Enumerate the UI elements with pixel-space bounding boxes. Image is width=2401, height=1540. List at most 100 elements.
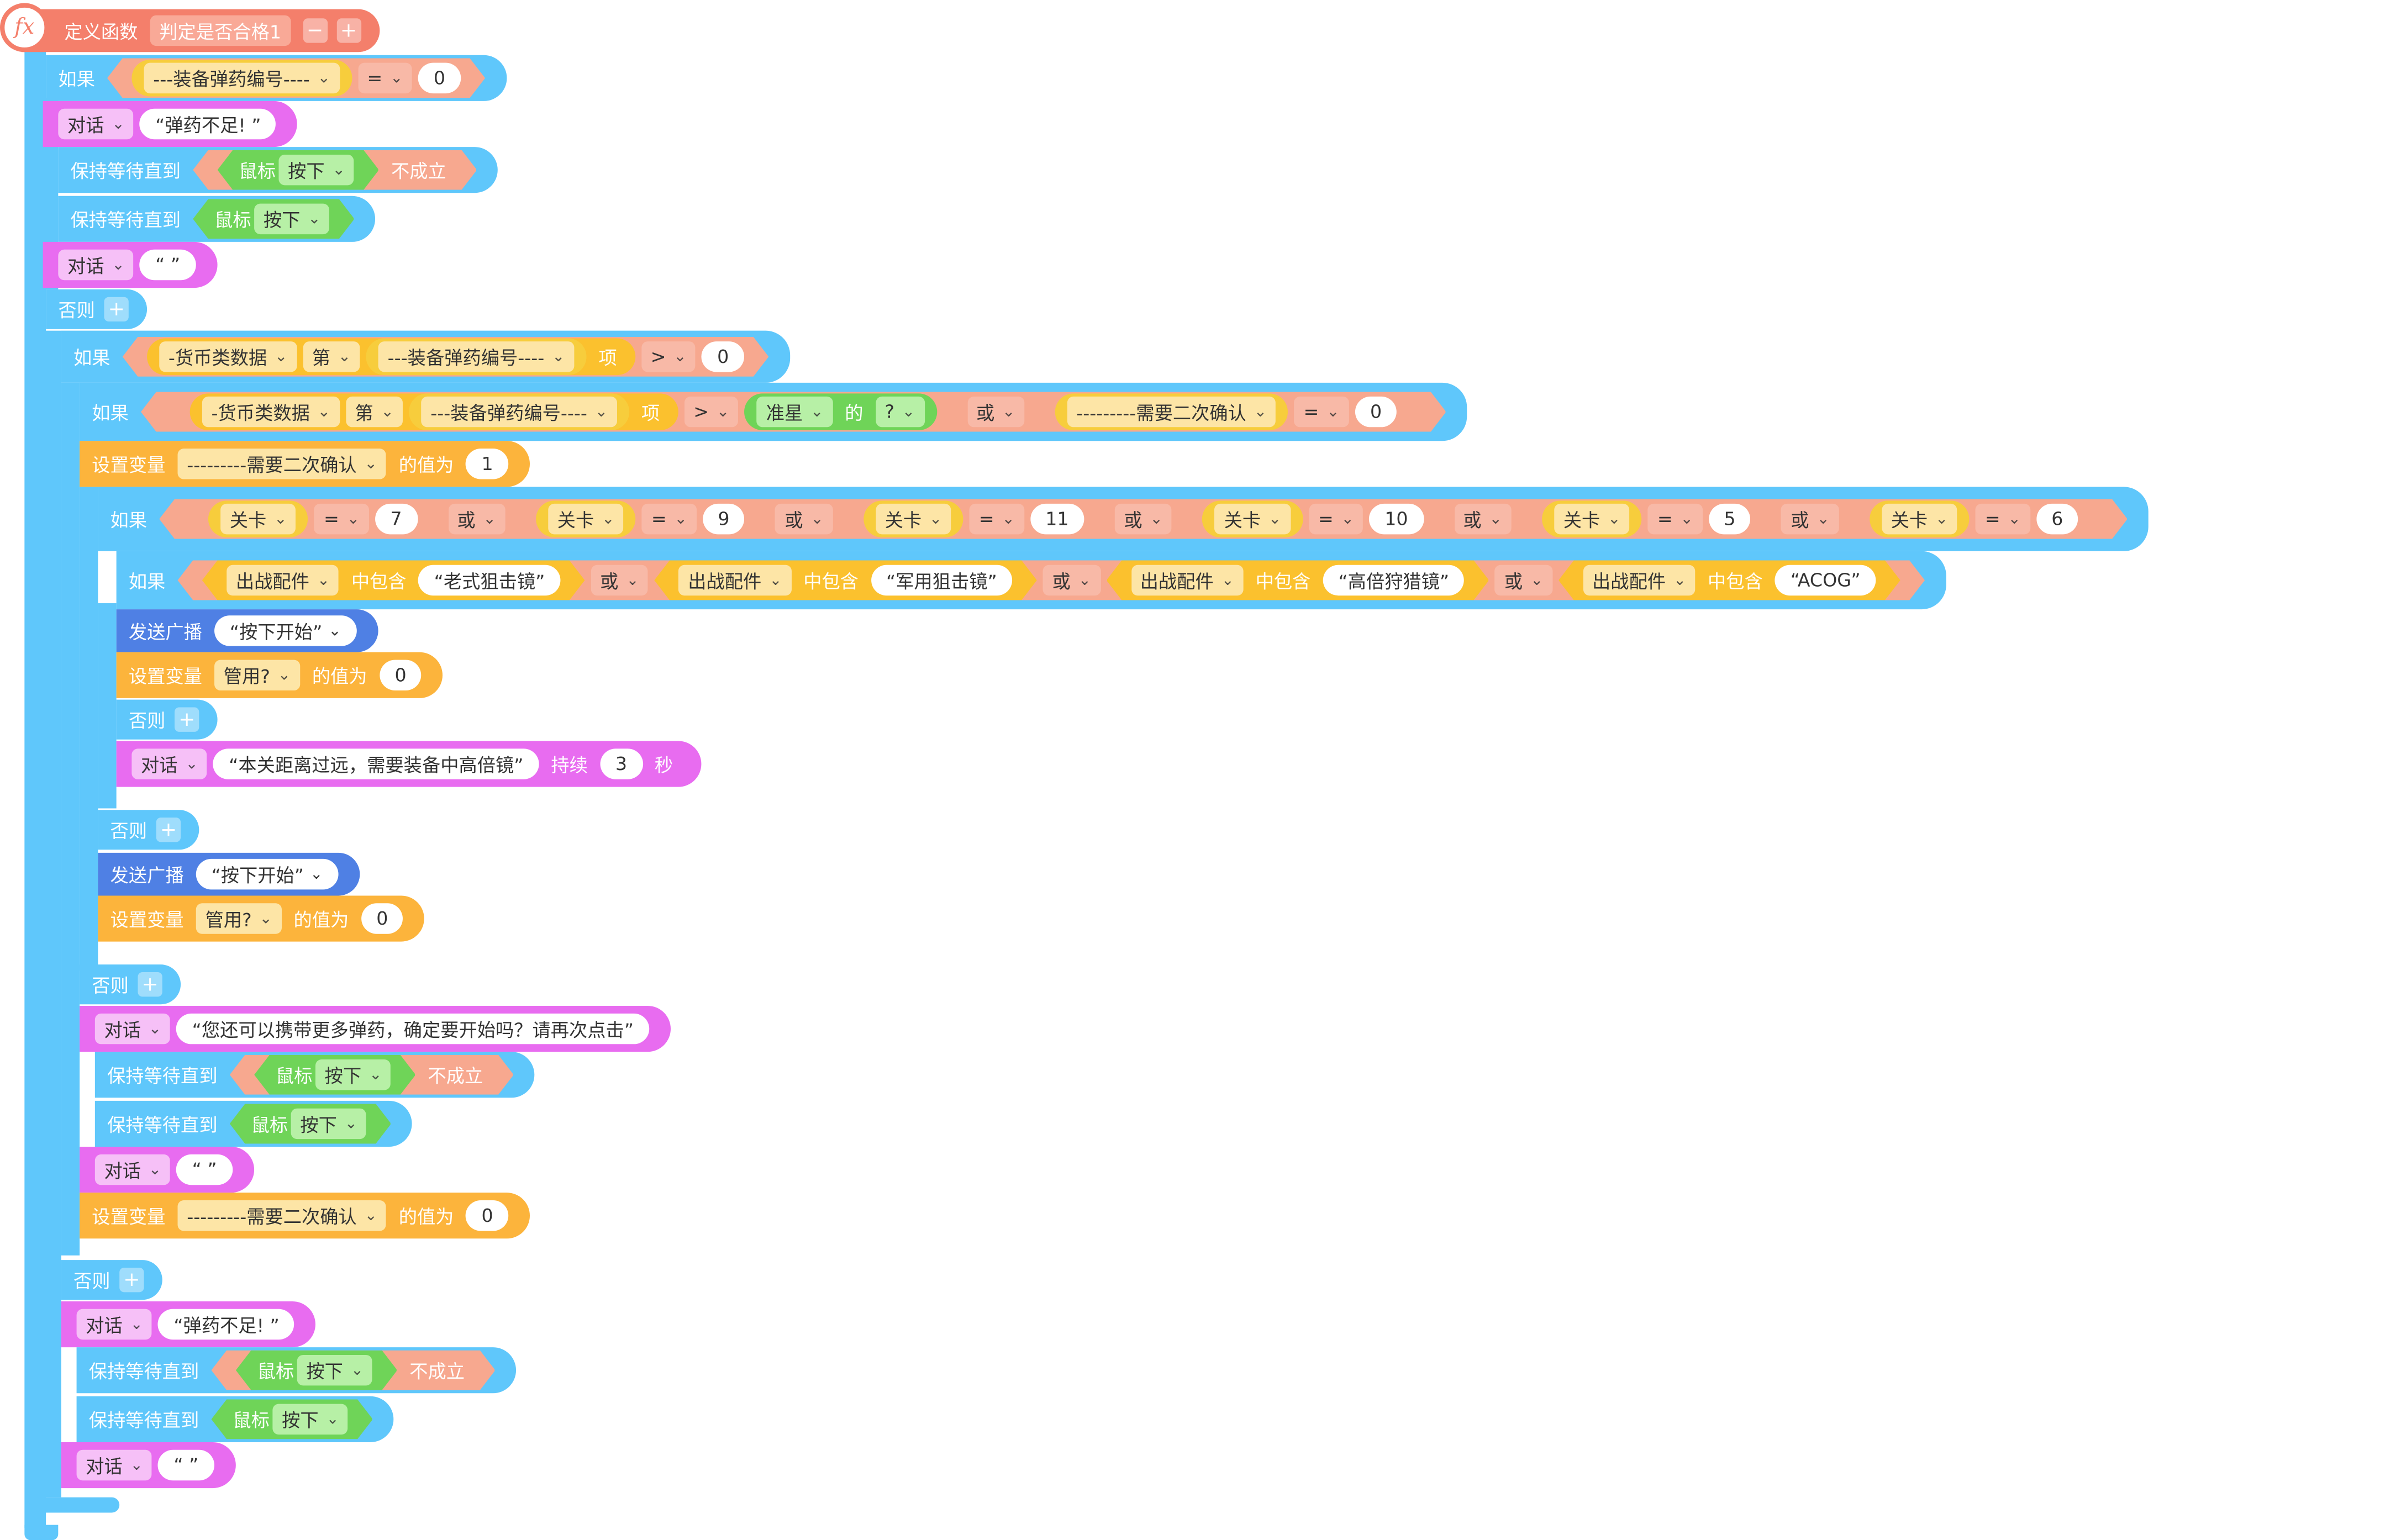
wait-until-block[interactable]: 保持等待直到 鼠标按下⌄ [94,1100,413,1147]
operator-select[interactable]: =⌄ [1294,397,1349,427]
else-row[interactable]: 否则 + [61,1260,162,1300]
press-select[interactable]: 按下⌄ [315,1059,391,1090]
press-select[interactable]: 按下⌄ [272,1404,348,1434]
list-select[interactable]: 出战配件⌄ [1131,565,1243,595]
add-else-button[interactable]: + [156,818,181,842]
text-input[interactable]: “弹药不足! ” [140,108,277,140]
value-input[interactable]: 0 [379,660,422,691]
if-block-currency-or-confirm[interactable]: 如果 -货币类数据⌄ 第⌄ ---装备弹药编号----⌄ 项 >⌄ 准星⌄ 的 … [80,382,1468,441]
set-variable-block[interactable]: 设置变量 ---------需要二次确认⌄ 的值为 1 [80,441,530,487]
dialog-select[interactable]: 对话⌄ [76,1449,152,1481]
var-select[interactable]: ---装备弹药编号----⌄ [378,341,574,372]
if-block-ammo-empty[interactable]: 如果 ---装备弹药编号----⌄ =⌄ 0 [46,55,507,101]
duration-input[interactable]: 3 [600,748,643,779]
number-input[interactable]: 7 [375,504,418,534]
dialog-duration-block[interactable]: 对话⌄ “本关距离过远，需要装备中高倍镜” 持续 3 秒 [116,741,701,787]
operator-select[interactable]: =⌄ [970,504,1024,534]
number-input[interactable]: 9 [703,504,745,534]
number-input[interactable]: 5 [1709,504,1751,534]
add-else-button[interactable]: + [175,707,199,732]
variable-reporter[interactable]: 关卡⌄ [1542,500,1642,537]
text-input[interactable]: “ ” [158,1449,214,1481]
press-select[interactable]: 按下⌄ [291,1109,367,1139]
var-select[interactable]: ---装备弹药编号----⌄ [144,63,340,93]
dialog-select[interactable]: 对话⌄ [131,748,208,779]
text-input[interactable]: “ ” [140,249,196,281]
text-input[interactable]: “本关距离过远，需要装备中高倍镜” [213,748,539,779]
dialog-select[interactable]: 对话⌄ [58,249,134,281]
variable-reporter[interactable]: ---装备弹药编号----⌄ [409,393,629,430]
var-select[interactable]: ---------需要二次确认⌄ [177,449,387,479]
var-select[interactable]: 关卡⌄ [1215,504,1291,534]
var-select[interactable]: ---装备弹药编号----⌄ [422,397,617,427]
variable-reporter[interactable]: 关卡⌄ [1203,500,1303,537]
logic-select[interactable]: 或⌄ [1115,504,1172,534]
remove-param-button[interactable]: − [302,18,328,43]
dialog-block[interactable]: 对话⌄ “ ” [80,1147,254,1193]
index-select[interactable]: 第⌄ [303,341,360,372]
text-input[interactable]: “ACOG” [1775,565,1876,595]
mouse-press-hex[interactable]: 鼠标按下⌄ [212,1399,373,1439]
if-block-level-check[interactable]: 如果 关卡⌄=⌄7 或⌄ 关卡⌄=⌄9 或⌄ 关卡⌄=⌄11 或⌄ 关卡⌄=⌄1… [98,487,2149,551]
variable-reporter[interactable]: 关卡⌄ [208,500,308,537]
variable-reporter[interactable]: 关卡⌄ [1870,500,1970,537]
add-else-button[interactable]: + [138,972,162,997]
text-input[interactable]: “高倍狩猎镜” [1323,565,1465,595]
wait-until-block[interactable]: 保持等待直到 鼠标按下⌄ 不成立 [94,1052,535,1098]
text-input[interactable]: “弹药不足! ” [158,1309,295,1340]
var-select[interactable]: 关卡⌄ [1882,504,1957,534]
list-item-reporter[interactable]: -货币类数据⌄ 第⌄ ---装备弹药编号----⌄ 项 [147,339,635,376]
number-input[interactable]: 0 [702,341,744,372]
number-input[interactable]: 11 [1030,504,1084,534]
dialog-select[interactable]: 对话⌄ [94,1154,171,1185]
dialog-select[interactable]: 对话⌄ [76,1309,152,1340]
add-param-button[interactable]: + [336,18,361,43]
mouse-press-hex[interactable]: 鼠标按下⌄ [230,1104,391,1143]
operator-select[interactable]: >⌄ [641,341,696,372]
list-item-reporter[interactable]: -货币类数据⌄ 第⌄ ---装备弹药编号----⌄ 项 [190,393,678,430]
if-block-loadout-check[interactable]: 如果 出战配件⌄中包含“老式狙击镜” 或⌄ 出战配件⌄中包含“军用狙击镜” 或⌄… [116,551,1946,610]
index-select[interactable]: 第⌄ [346,397,403,427]
operator-select[interactable]: =⌄ [358,63,412,93]
press-select[interactable]: 按下⌄ [279,155,355,185]
else-row[interactable]: 否则 + [98,810,199,850]
variable-reporter[interactable]: ---装备弹药编号----⌄ [366,339,586,376]
dialog-block[interactable]: 对话⌄ “弹药不足! ” [61,1301,317,1348]
number-input[interactable]: 0 [1355,397,1397,427]
logic-select[interactable]: 或⌄ [591,565,649,595]
dialog-block[interactable]: 对话⌄ “ ” [43,241,217,288]
dialog-select[interactable]: 对话⌄ [94,1013,171,1045]
operator-select[interactable]: =⌄ [1648,504,1702,534]
var-select[interactable]: 关卡⌄ [876,504,951,534]
var-select[interactable]: 管用?⌄ [196,903,282,934]
mouse-press-hex[interactable]: 鼠标按下⌄ [193,199,354,239]
number-input[interactable]: 0 [418,63,461,93]
set-variable-block[interactable]: 设置变量 ---------需要二次确认⌄ 的值为 0 [80,1193,530,1239]
logic-select[interactable]: 或⌄ [967,397,1024,427]
text-input[interactable]: “老式狙击镜” [419,565,560,595]
var-select[interactable]: 关卡⌄ [1554,504,1630,534]
else-row[interactable]: 否则 + [46,289,148,329]
wait-until-block[interactable]: 保持等待直到 鼠标按下⌄ 不成立 [76,1347,517,1394]
var-select[interactable]: ---------需要二次确认⌄ [177,1200,387,1231]
broadcast-block[interactable]: 发送广播 “按下开始”⌄ [98,852,360,896]
sprite-select[interactable]: 准星⌄ [757,397,833,427]
list-select[interactable]: 出战配件⌄ [1583,565,1695,595]
dialog-select[interactable]: 对话⌄ [58,108,134,140]
else-row[interactable]: 否则 + [80,964,181,1005]
value-input[interactable]: 0 [361,903,404,934]
text-input[interactable]: “ ” [176,1154,233,1185]
list-select[interactable]: -货币类数据⌄ [202,397,340,427]
text-input[interactable]: “军用狙击镜” [871,565,1012,595]
var-select[interactable]: 关卡⌄ [548,504,624,534]
list-select[interactable]: -货币类数据⌄ [159,341,297,372]
press-select[interactable]: 按下⌄ [254,204,330,234]
else-row[interactable]: 否则 + [116,699,218,740]
message-select[interactable]: “按下开始”⌄ [196,858,339,890]
operator-select[interactable]: >⌄ [685,397,739,427]
number-input[interactable]: 10 [1370,504,1424,534]
mouse-press-hex[interactable]: 鼠标按下⌄ [236,1351,397,1390]
dialog-block[interactable]: 对话⌄ “您还可以携带更多弹药，确定要开始吗？请再次点击” [80,1006,671,1052]
number-input[interactable]: 6 [2036,504,2078,534]
dialog-block[interactable]: 对话⌄ “ ” [61,1442,235,1489]
